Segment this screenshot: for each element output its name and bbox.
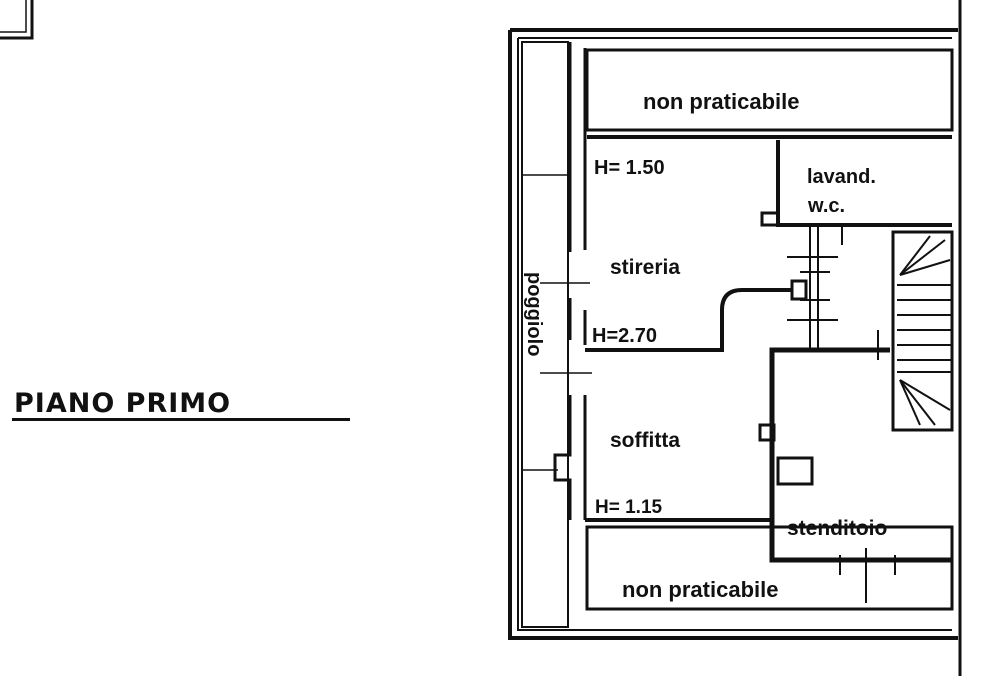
height-label-stireria-2: H=2.70	[592, 325, 657, 347]
room-label-poggiolo: poggiolo	[523, 272, 545, 356]
room-label-bottom-non-praticabile: non praticabile	[622, 577, 778, 602]
title-underline	[12, 418, 350, 421]
height-label-stireria: H= 1.50	[594, 157, 665, 179]
walls	[0, 0, 962, 676]
room-label-stireria: stireria	[610, 256, 680, 279]
room-label-soffitta: soffitta	[610, 429, 680, 452]
height-label-soffitta: H= 1.15	[595, 497, 663, 518]
room-label-top-non-praticabile: non praticabile	[643, 89, 799, 114]
room-labels: non praticabile H= 1.50 lavand. w.c. sti…	[523, 89, 887, 602]
room-label-stenditoio: stenditoio	[787, 517, 887, 540]
room-label-wc: w.c.	[807, 195, 845, 217]
room-label-lavanderia: lavand.	[807, 166, 876, 188]
plan-title: PIANO PRIMO	[14, 388, 232, 419]
